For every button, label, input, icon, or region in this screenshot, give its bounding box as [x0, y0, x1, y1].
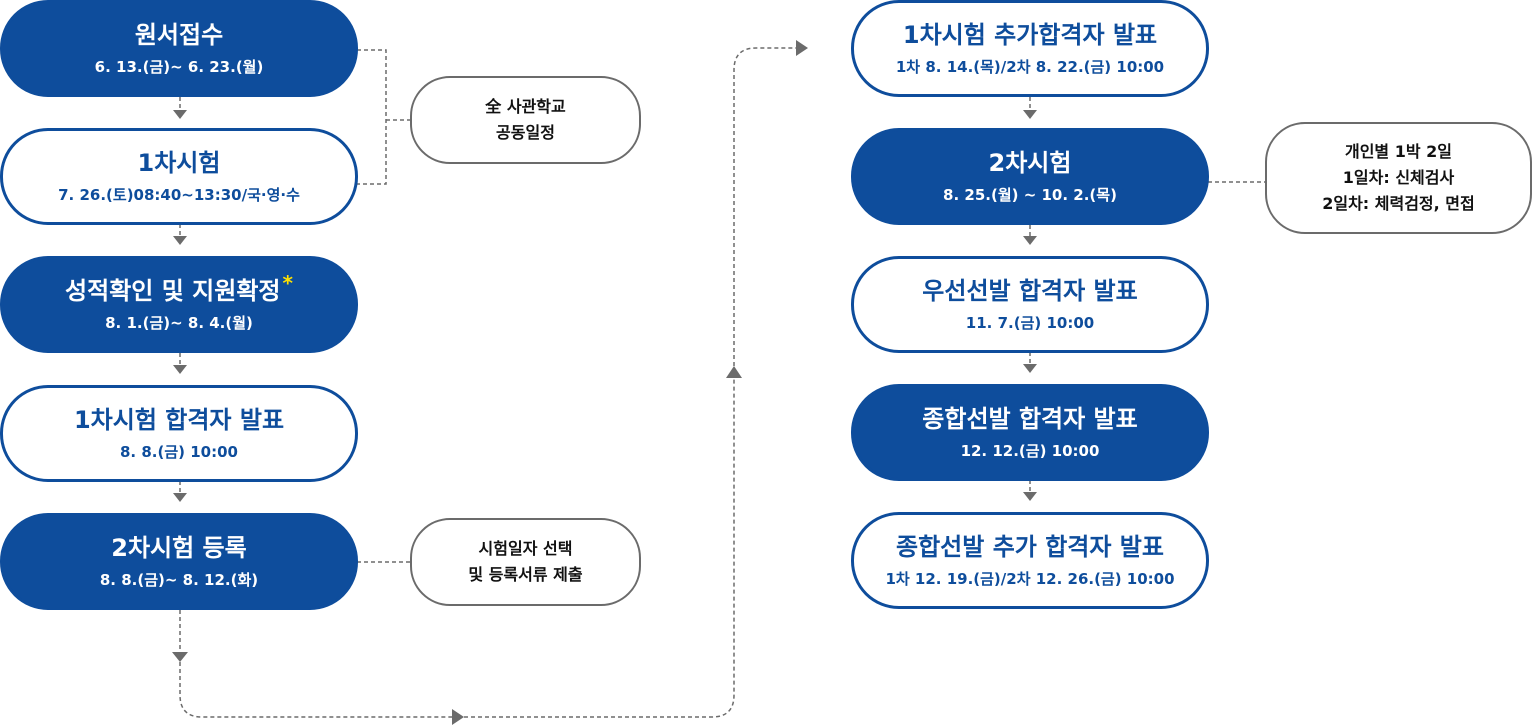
note-second-exam-details: 개인별 1박 2일 1일차: 신체검사 2일차: 체력검정, 면접: [1265, 122, 1532, 234]
step-date: 8. 25.(월) ~ 10. 2.(목): [943, 185, 1117, 204]
step-first-exam-additional-results: 1차시험 추가합격자 발표 1차 8. 14.(목)/2차 8. 22.(금) …: [851, 0, 1209, 97]
step-date: 1차 8. 14.(목)/2차 8. 22.(금) 10:00: [895, 57, 1165, 76]
arrow-right-icon: [796, 40, 808, 56]
arrow-down-icon: [173, 110, 187, 119]
asterisk-marker: *: [282, 270, 293, 295]
step-score-confirmation: 성적확인 및 지원확정* 8. 1.(금)~ 8. 4.(월): [0, 256, 358, 353]
step-title: 원서접수: [134, 20, 224, 49]
arrow-down-icon: [173, 493, 187, 502]
arrow-down-icon: [173, 365, 187, 374]
step-date: 1차 12. 19.(금)/2차 12. 26.(금) 10:00: [885, 569, 1175, 588]
note-line: 공동일정: [496, 123, 555, 142]
step-date: 6. 13.(금)~ 6. 23.(월): [94, 57, 264, 76]
step-title: 종합선발 추가 합격자 발표: [896, 532, 1164, 561]
arrow-down-icon: [173, 236, 187, 245]
step-title: 1차시험: [137, 148, 221, 177]
step-priority-selection-results: 우선선발 합격자 발표 11. 7.(금) 10:00: [851, 256, 1209, 353]
step-title: 2차시험: [988, 148, 1072, 177]
step-date: 8. 8.(금)~ 8. 12.(화): [99, 570, 259, 589]
step-date: 11. 7.(금) 10:00: [965, 313, 1095, 332]
step-title: 우선선발 합격자 발표: [922, 276, 1138, 305]
step-comprehensive-selection-results: 종합선발 합격자 발표 12. 12.(금) 10:00: [851, 384, 1209, 481]
step-title: 2차시험 등록: [111, 533, 247, 562]
note-line: 全 사관학교: [485, 97, 566, 116]
arrow-down-icon: [1023, 236, 1037, 245]
step-first-exam: 1차시험 7. 26.(토)08:40~13:30/국·영·수: [0, 128, 358, 225]
step-application: 원서접수 6. 13.(금)~ 6. 23.(월): [0, 0, 358, 97]
step-first-exam-results: 1차시험 합격자 발표 8. 8.(금) 10:00: [0, 385, 358, 482]
connector-arrowheads: [172, 40, 1037, 725]
arrow-down-icon: [1023, 110, 1037, 119]
step-title-row: 성적확인 및 지원확정*: [65, 273, 293, 306]
connector-lines: [179, 47, 1266, 718]
step-comprehensive-additional-results: 종합선발 추가 합격자 발표 1차 12. 19.(금)/2차 12. 26.(…: [851, 512, 1209, 609]
step-title: 1차시험 합격자 발표: [73, 405, 285, 434]
arrow-right-icon: [452, 709, 464, 725]
step-date: 7. 26.(토)08:40~13:30/국·영·수: [58, 185, 300, 204]
note-line: 2일차: 체력검정, 면접: [1322, 194, 1475, 213]
step-title: 종합선발 합격자 발표: [922, 404, 1138, 433]
arrow-down-icon: [1023, 492, 1037, 501]
step-title: 1차시험 추가합격자 발표: [902, 20, 1158, 49]
step-second-exam-registration: 2차시험 등록 8. 8.(금)~ 8. 12.(화): [0, 513, 358, 610]
note-line: 및 등록서류 제출: [468, 565, 583, 584]
step-second-exam: 2차시험 8. 25.(월) ~ 10. 2.(목): [851, 128, 1209, 225]
step-title: 성적확인 및 지원확정: [65, 276, 281, 305]
note-line: 개인별 1박 2일: [1344, 142, 1452, 161]
note-line: 시험일자 선택: [478, 539, 573, 558]
arrow-down-icon: [1023, 364, 1037, 373]
note-registration: 시험일자 선택 및 등록서류 제출: [410, 518, 641, 606]
step-date: 8. 8.(금) 10:00: [120, 442, 238, 461]
step-date: 8. 1.(금)~ 8. 4.(월): [105, 313, 253, 332]
arrow-up-icon: [726, 366, 742, 378]
note-common-schedule: 全 사관학교 공동일정: [410, 76, 641, 164]
arrow-down-icon: [172, 652, 188, 662]
step-date: 12. 12.(금) 10:00: [960, 441, 1100, 460]
note-line: 1일차: 신체검사: [1342, 168, 1455, 187]
